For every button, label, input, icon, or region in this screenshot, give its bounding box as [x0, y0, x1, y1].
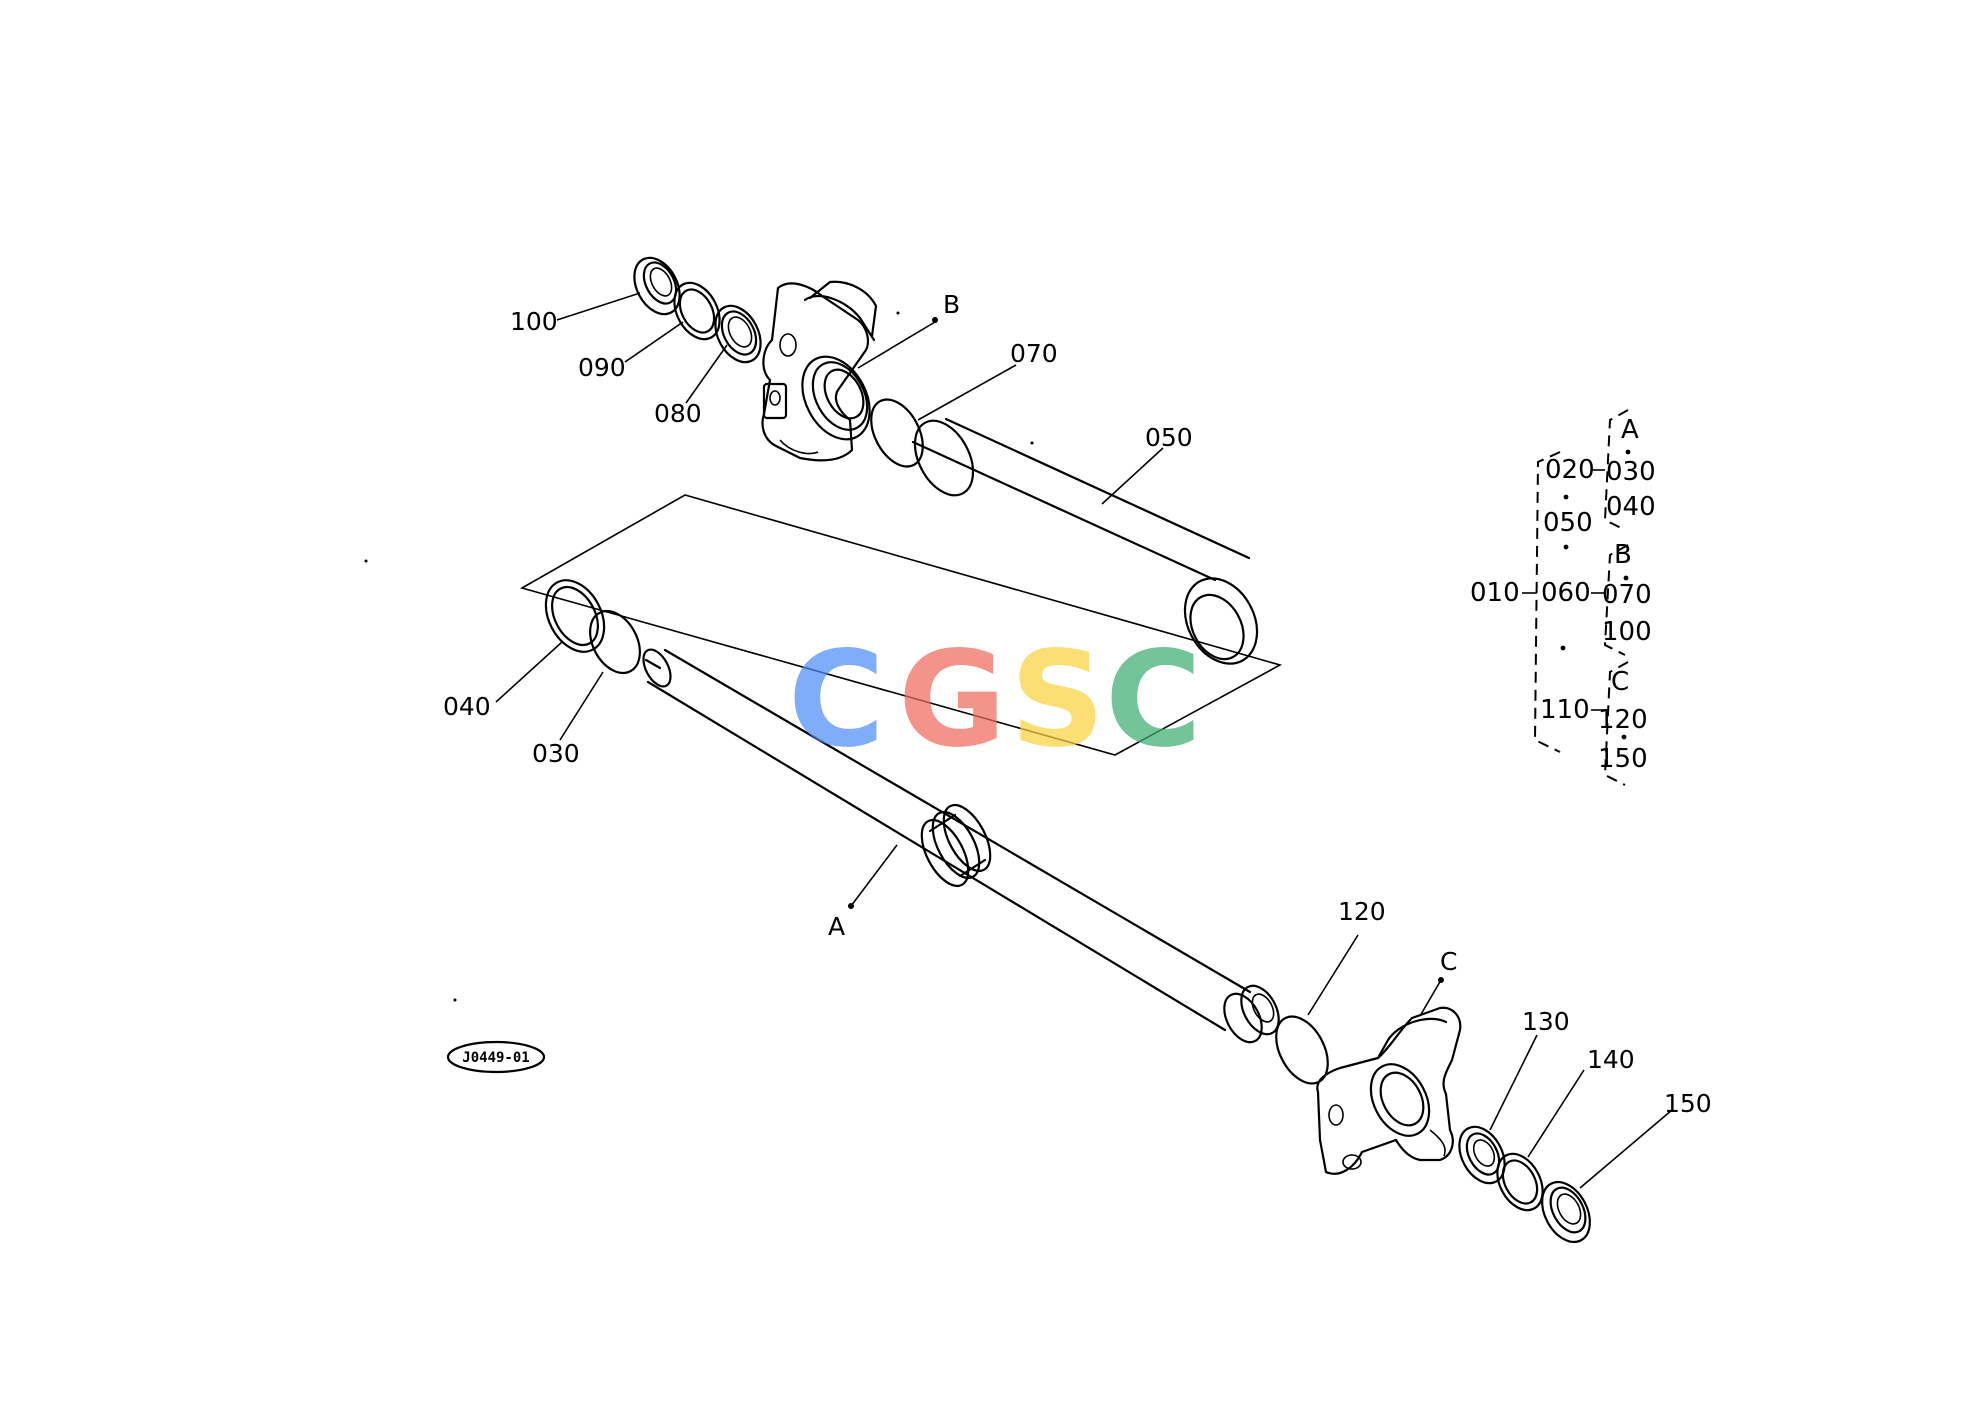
tree-a-040: 040 [1606, 492, 1656, 522]
part-030-ring [589, 609, 641, 675]
callout-130: 130 [1522, 1007, 1570, 1036]
watermark-letter-1: C [788, 623, 885, 777]
callout-b: B [943, 290, 960, 319]
part-090-ring-upper [673, 281, 721, 341]
part-130-seal-lower [1458, 1125, 1506, 1185]
watermark-letter-2: G [898, 623, 1006, 777]
callout-040: 040 [443, 692, 491, 721]
part-c-bracket-lower [1316, 1006, 1462, 1175]
part-050-tube [911, 417, 1259, 665]
callout-080: 080 [654, 399, 702, 428]
part-b-bracket-upper [761, 280, 878, 462]
assembly-tree: 010 020 050 060 110 A 030 040 B 070 100 … [1470, 409, 1656, 786]
part-150-seal-lower [1541, 1180, 1591, 1244]
tree-b-070: 070 [1602, 580, 1652, 610]
callout-a: A [828, 912, 845, 941]
tree-050: 050 [1543, 508, 1593, 538]
part-080-seal-upper [714, 304, 762, 364]
drawing-code-stamp: J0449-01 [446, 1040, 546, 1074]
tree-c-120: 120 [1598, 705, 1648, 735]
leader-lines [495, 292, 1673, 1189]
tree-c-150: 150 [1598, 744, 1648, 774]
part-040-ring [544, 579, 606, 653]
tree-b-100: 100 [1602, 617, 1652, 647]
tree-group-c: C [1611, 667, 1629, 697]
callout-070: 070 [1010, 339, 1058, 368]
tree-020: 020 [1545, 455, 1595, 485]
callout-c: C [1440, 947, 1457, 976]
cgsc-watermark: C G S C [788, 623, 1202, 777]
tree-a-030: 030 [1606, 457, 1656, 487]
tree-010: 010 [1470, 578, 1520, 608]
tree-group-a: A [1621, 415, 1639, 445]
part-100-seal-upper [633, 256, 681, 316]
drawing-code: J0449-01 [462, 1050, 529, 1066]
callout-090: 090 [578, 353, 626, 382]
callout-100-upper: 100 [510, 307, 558, 336]
part-140-ring-lower [1496, 1152, 1544, 1212]
callout-150: 150 [1664, 1089, 1712, 1118]
watermark-letter-4: C [1105, 623, 1202, 777]
mounting-plane-outline [519, 494, 1283, 756]
part-a-shaft [642, 648, 1280, 1044]
tree-060: 060 [1541, 578, 1591, 608]
callout-030: 030 [532, 739, 580, 768]
callout-120: 120 [1338, 897, 1386, 926]
watermark-letter-3: S [1010, 623, 1105, 777]
part-070-oring [870, 398, 924, 468]
callout-050: 050 [1145, 423, 1193, 452]
tree-110: 110 [1540, 695, 1590, 725]
callout-140: 140 [1587, 1045, 1635, 1074]
tree-group-b: B [1614, 540, 1632, 570]
part-120-oring [1275, 1015, 1329, 1085]
